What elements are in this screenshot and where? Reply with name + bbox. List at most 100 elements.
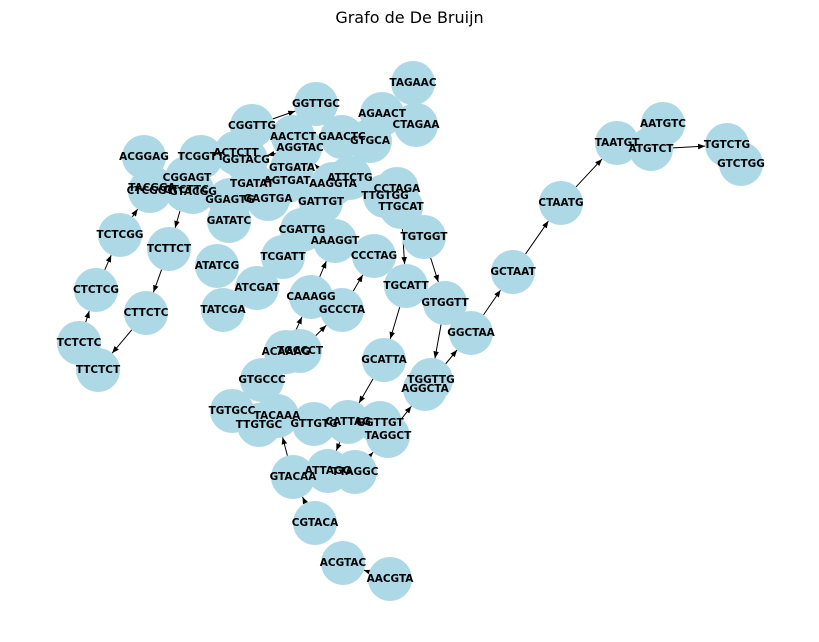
node-label-aggtac: AGGTAC (276, 142, 324, 154)
node-label-ttgcat: TTGCAT (378, 201, 424, 213)
node-label-attagg: ATTAGG (305, 465, 351, 477)
node-circle (292, 402, 336, 446)
edge-cattag-attagg (335, 442, 342, 451)
edge-arrow (111, 329, 133, 354)
node-circle (403, 367, 447, 411)
edge-gtcttc-tcttct (174, 211, 181, 228)
node-label-tcggtt: TCGGTT (178, 151, 225, 163)
node-circle (147, 227, 191, 271)
node-gtacgg (171, 170, 215, 214)
node-label-aatgtc: AATGTC (640, 118, 686, 130)
node-label-actctt: ACTCTT (213, 147, 259, 159)
node-tagaac (391, 61, 435, 105)
edge-ctaatg-taatgt (575, 158, 603, 188)
node-circle (595, 121, 639, 165)
node-label-gcatta: GCATTA (361, 354, 407, 366)
node-tcgatt (261, 235, 305, 279)
node-label-ggagtg: GGAGTG (205, 194, 255, 206)
node-gttgtg (292, 402, 336, 446)
node-label-tgcatt: TGCATT (383, 280, 429, 292)
node-circle (384, 264, 428, 308)
node-gtctgg (719, 142, 763, 186)
node-circle (539, 181, 583, 225)
node-circle (171, 170, 215, 214)
node-ctctcg (74, 268, 118, 312)
edge-arrow (525, 220, 549, 255)
edge-arrow (104, 254, 112, 271)
node-circle (362, 338, 406, 382)
node-ggttgc (294, 82, 338, 126)
node-atcgat (235, 266, 279, 310)
node-circle (326, 400, 370, 444)
edge-arrow (430, 257, 439, 283)
edge-arrow (358, 378, 374, 404)
node-label-aaggta: AAGGTA (309, 178, 358, 190)
edge-gcccta-ccctag (352, 274, 364, 292)
node-circle (423, 281, 467, 325)
edge-arrow (152, 269, 163, 293)
node-circle (719, 142, 763, 186)
node-aaaggt (313, 219, 357, 263)
node-label-ctagaa: CTAGAA (392, 119, 440, 131)
node-gtggtt (423, 281, 467, 325)
node-circle (352, 234, 396, 278)
node-ttaggc (333, 450, 377, 494)
node-label-tcttct: TCTTCT (147, 243, 192, 255)
node-label-gatatc: GATATC (207, 215, 252, 227)
node-circle (76, 348, 120, 392)
edge-aacgta-acgtac (363, 569, 372, 575)
edge-aaggta-aggtac (314, 163, 322, 172)
node-label-attctg: ATTCTG (327, 172, 372, 184)
node-tgtggt (402, 215, 446, 259)
node-label-ccctag: CCCTAG (351, 250, 397, 262)
node-label-ctcggt: CTCGGT (127, 185, 175, 197)
node-label-tctctc: TCTCTC (57, 337, 102, 349)
node-gctaat (491, 250, 535, 294)
node-tcttct (147, 227, 191, 271)
node-label-gttgtg: GTTGTG (290, 418, 337, 430)
edge-taggct-aggcta (401, 405, 412, 420)
edge-cgtaca-gtacaa (302, 496, 309, 505)
node-label-gtggtt: GTGGTT (421, 297, 469, 309)
node-label-cattag: CATTAG (325, 416, 371, 428)
edge-arrow (352, 274, 364, 292)
node-taatgt (595, 121, 639, 165)
node-circle (366, 414, 410, 458)
node-acgtac (321, 541, 365, 585)
node-label-aggcta: AGGCTA (401, 383, 449, 395)
node-label-caaagg: CAAAGG (286, 291, 335, 303)
node-label-cggttg: CGGTTG (228, 120, 276, 132)
node-label-ctaatg: CTAATG (538, 197, 583, 209)
node-circle (491, 250, 535, 294)
node-label-ggttgt: GGTTGT (356, 417, 404, 429)
node-gcatta (362, 338, 406, 382)
node-label-atgtct: ATGTCT (629, 143, 675, 155)
node-ccctag (352, 234, 396, 278)
node-circle (278, 329, 322, 373)
node-label-cgattg: CGATTG (279, 224, 326, 236)
edge-arrow (84, 310, 90, 323)
node-label-tgatat: TGATAT (230, 178, 275, 190)
node-circle (294, 82, 338, 126)
node-label-cggagt: CGGAGT (163, 172, 213, 184)
node-label-atcgat: ATCGAT (234, 282, 280, 294)
node-circle (201, 288, 245, 332)
node-label-ggtacg: GGTACG (222, 154, 270, 166)
node-label-taggct: TAGGCT (365, 430, 412, 442)
node-circle (394, 103, 438, 147)
node-cttctc (124, 291, 168, 335)
node-label-tagaac: TAGAAC (389, 77, 436, 89)
node-aggcta (403, 367, 447, 411)
node-label-aacgta: AACGTA (367, 573, 415, 585)
node-gtgccc (240, 358, 284, 402)
node-circle (321, 541, 365, 585)
node-gagtga (246, 177, 290, 221)
node-circle (368, 557, 412, 601)
node-label-tatcga: TATCGA (200, 304, 246, 316)
node-circle (293, 501, 337, 545)
node-circle (237, 403, 281, 447)
node-label-tcgatt: TCGATT (260, 251, 306, 263)
node-circle (333, 450, 377, 494)
node-ctaatg (539, 181, 583, 225)
